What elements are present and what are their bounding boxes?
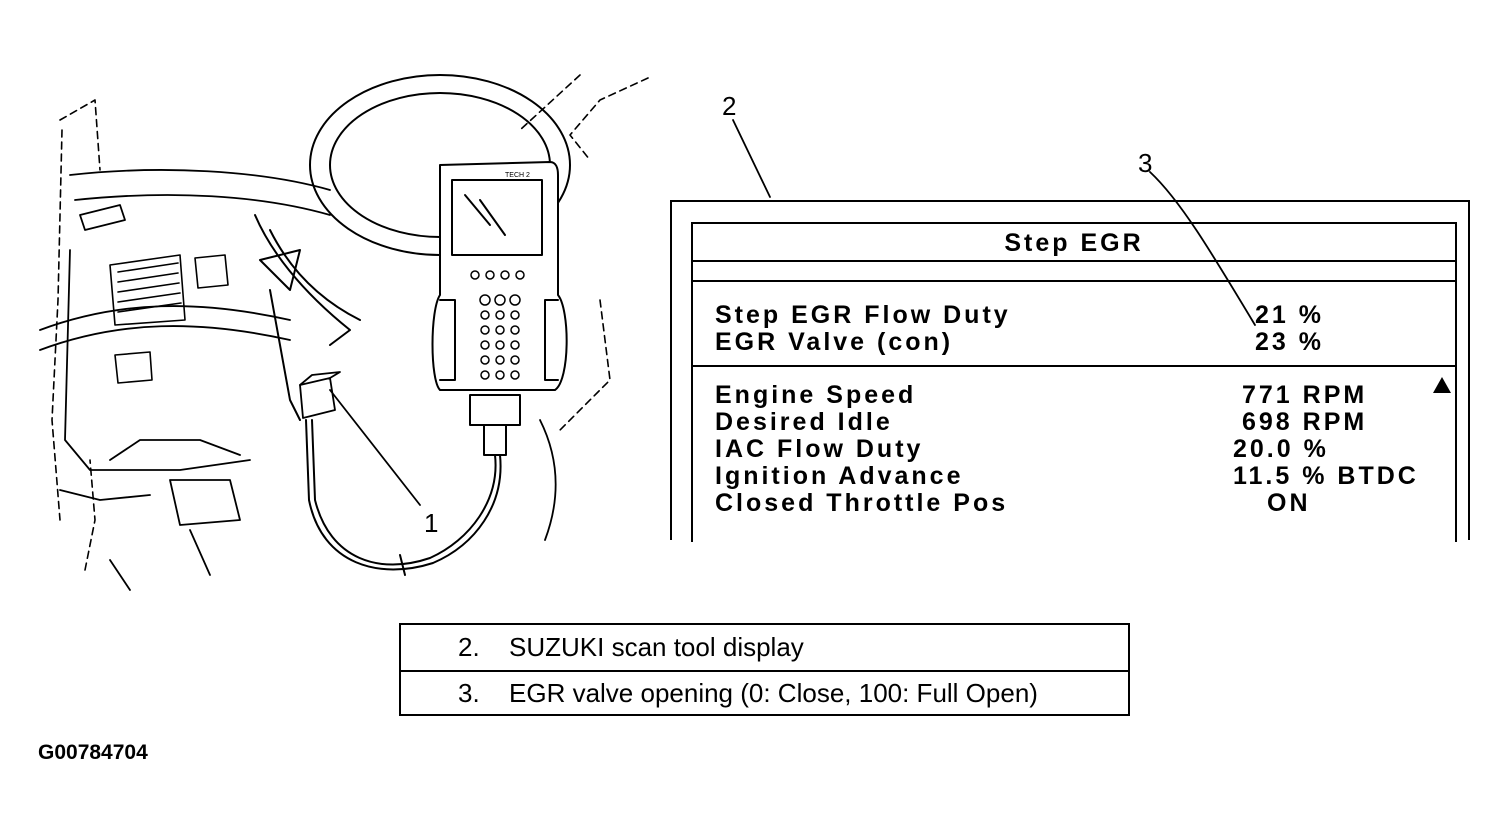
callout-1: 1 [424,508,439,538]
row-value: 771 RPM [1242,381,1368,409]
display-divider-1 [693,280,1455,282]
row-label: Desired Idle [715,408,893,436]
display-panel: Step EGR Step EGR Flow Duty 21 % EGR Val… [691,222,1457,542]
figure-code: G00784704 [38,741,148,764]
dlc-connector [299,371,341,419]
legend-text: EGR valve opening (0: Close, 100: Full O… [509,678,1038,708]
scroll-up-arrow-icon[interactable] [1433,377,1451,393]
row-value: 23 % [1255,328,1324,356]
row-label: Closed Throttle Pos [715,489,1009,517]
legend-text: SUZUKI scan tool display [509,632,804,662]
callout-3: 3 [1138,148,1153,178]
display-row: Ignition Advance 11.5 % BTDC [715,463,1455,489]
display-row: EGR Valve (con) 23 % [715,329,1455,355]
row-value: 11.5 % BTDC [1233,462,1419,490]
callout-2: 2 [722,91,737,121]
scan-tool-device [431,161,568,456]
display-row: Step EGR Flow Duty 21 % [715,302,1455,328]
cable [305,419,502,576]
row-label: EGR Valve (con) [715,328,954,356]
display-row: Desired Idle 698 RPM [715,409,1455,435]
row-value: 20.0 % [1233,435,1329,463]
display-title: Step EGR [693,224,1455,262]
row-value: 21 % [1255,301,1324,329]
legend-divider [401,670,1128,672]
scan-tool-display: Step EGR Step EGR Flow Duty 21 % EGR Val… [670,200,1470,542]
legend-row: 2. SUZUKI scan tool display [401,625,1128,669]
legend-number: 3. [458,678,480,708]
row-label: Step EGR Flow Duty [715,301,1011,329]
row-label: Engine Speed [715,381,917,409]
row-label: Ignition Advance [715,462,964,490]
display-row: IAC Flow Duty 20.0 % [715,436,1455,462]
row-label: IAC Flow Duty [715,435,924,463]
display-row: Closed Throttle Pos ON [715,490,1455,516]
legend-number: 2. [458,632,480,662]
legend-table: 2. SUZUKI scan tool display 3. EGR valve… [399,623,1130,716]
leader-lines [329,119,1256,506]
windshield-outline [51,74,649,571]
row-value: ON [1267,489,1311,517]
air-vent [109,254,229,384]
display-divider-2 [693,365,1455,367]
device-logo: TECH 2 [505,172,530,179]
display-row: Engine Speed 771 RPM [715,382,1455,408]
legend-row: 3. EGR valve opening (0: Close, 100: Ful… [401,671,1128,715]
row-value: 698 RPM [1242,408,1368,436]
